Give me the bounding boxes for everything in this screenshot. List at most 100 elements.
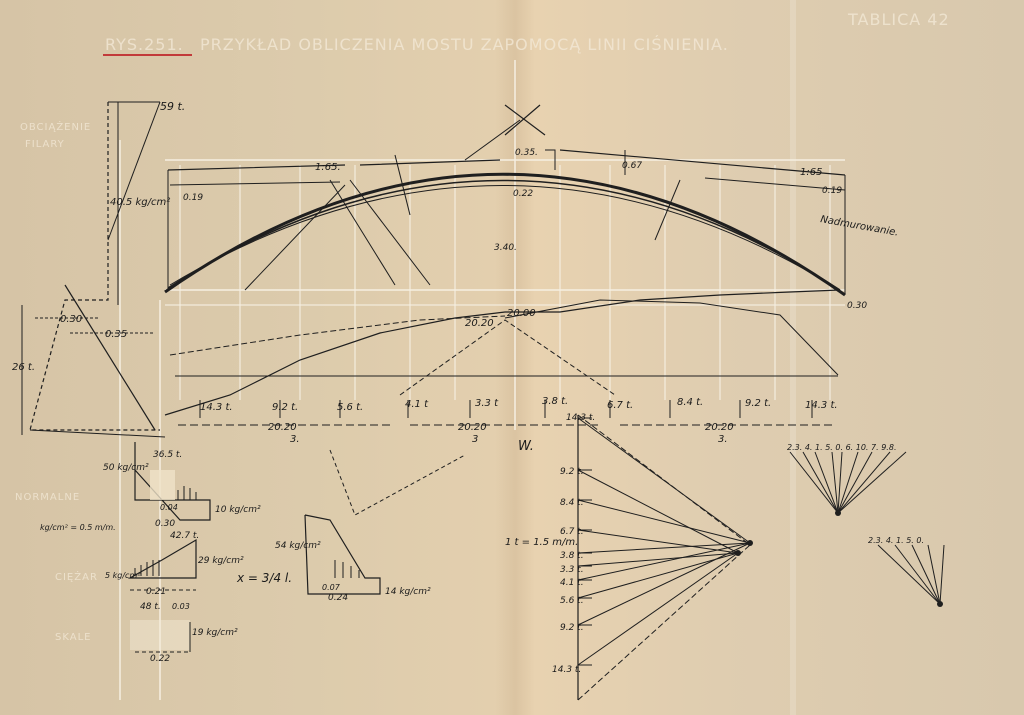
pressure-left: 40.5 kg/cm²	[110, 197, 170, 208]
load-label: 3.3 t	[475, 398, 499, 409]
s3-left: 54 kg/cm²	[275, 541, 321, 551]
span-mid-value: 20.20	[458, 422, 487, 433]
margin-label-5: SKALE	[55, 632, 91, 643]
s1-left: 50 kg/cm²	[103, 463, 149, 473]
top-thickness: 0.35.	[515, 148, 538, 158]
force-ray	[577, 552, 739, 599]
fan-ray	[911, 544, 941, 605]
load-label: 14.3 t.	[200, 402, 233, 413]
formula: x = 3/4 l.	[236, 571, 292, 585]
s1-top: 36.5 t.	[153, 450, 182, 460]
span-right-div: 3.	[718, 434, 728, 445]
dim-030: 0.30	[60, 314, 82, 325]
section-1	[134, 442, 466, 521]
force-scale: 1 t = 1.5 m/m.	[505, 537, 578, 548]
section-4	[135, 622, 191, 653]
span-value: 20.00	[507, 308, 536, 319]
right-value: 0.30	[847, 301, 867, 311]
arch-rise: 3.40.	[494, 243, 517, 253]
load-label: 9.2 t.	[745, 398, 771, 409]
span-left-value: 20.20	[268, 422, 297, 433]
arch	[164, 172, 846, 297]
s4-bottom: 0.22	[150, 654, 170, 664]
force-ray	[577, 542, 751, 626]
side-load: 26 t.	[12, 362, 35, 373]
force-label: 14.3 t.	[566, 413, 595, 423]
force-ray	[577, 499, 751, 544]
offset-left: 0.19	[183, 193, 203, 203]
force-ray	[577, 552, 739, 567]
fan-ray	[939, 544, 945, 605]
offset-right: 0.19	[822, 186, 842, 196]
load-label: 5.6 t.	[337, 402, 363, 413]
load-label: 6.7 t.	[607, 400, 633, 411]
load-label: 4.1 t	[405, 399, 429, 410]
construction-lines	[119, 60, 845, 700]
s1-small: 0.04	[160, 503, 178, 512]
s2-under-a: 48 t.	[140, 602, 161, 612]
force-polygon	[577, 414, 753, 701]
s2-under-b: 0.03	[172, 602, 190, 611]
force-label: 9.2 t.	[560, 467, 584, 477]
fan-ray	[802, 451, 839, 514]
plate-number: TABLICA 42	[847, 10, 950, 29]
s2-top: 42.7 t.	[170, 531, 199, 541]
margin-label-4: CIĘŻAR	[55, 570, 98, 583]
load-label: 9.2 t.	[272, 402, 298, 413]
pole-label: W.	[518, 439, 534, 454]
span-left-div: 3.	[290, 434, 300, 445]
deck-lines	[167, 149, 846, 295]
backfill-label: Nadmurowanie.	[819, 214, 899, 239]
fan-ray	[789, 451, 839, 514]
fan-lower	[877, 544, 945, 607]
s2-bottom: 0.21	[146, 587, 166, 597]
margin-label-3: NORMALNE	[15, 492, 80, 503]
abutment-diagram	[21, 101, 166, 438]
s2-left: 5 kg/cm²	[105, 571, 141, 580]
figure-number: RYS.251.	[105, 35, 184, 54]
crown-value: 0.22	[513, 189, 533, 199]
span-mid-div: 3	[472, 434, 478, 445]
scale-label: kg/cm² = 0.5 m/m.	[40, 523, 116, 532]
margin-label-1: OBCIĄŻENIE	[20, 120, 91, 133]
fan-ray	[837, 451, 907, 514]
fan-ray	[877, 544, 941, 605]
force-label: 4.1 t.	[560, 578, 584, 588]
load-top: 59 t.	[160, 100, 185, 113]
slope-left: 1:65.	[315, 162, 341, 173]
fan-ray	[814, 451, 839, 514]
pressure-lines	[164, 154, 841, 416]
fan-upper-labels: 2.3. 4. 1. 5. 0. 6. 10. 7. 9.8.	[787, 443, 896, 452]
force-label: 3.8 t.	[560, 551, 584, 561]
force-ray	[577, 529, 739, 554]
fan-ray	[837, 451, 843, 514]
dim-035: 0.35	[105, 329, 127, 340]
force-label: 3.3 t.	[560, 565, 584, 575]
load-arrows	[199, 400, 813, 418]
span-right-value: 20.20	[705, 422, 734, 433]
page-crease	[790, 0, 796, 715]
top-dimension: 0.67	[622, 161, 642, 171]
fan-ray	[894, 544, 941, 605]
s2-right: 29 kg/cm²	[198, 556, 244, 566]
force-ray	[577, 469, 739, 554]
force-label: 8.4 t.	[560, 498, 584, 508]
fan-ray	[927, 544, 941, 605]
slope-right: 1:65	[800, 167, 822, 178]
span-value-2: 20.20	[465, 318, 494, 329]
s3-small: 0.07	[322, 583, 341, 592]
s1-bottom: 0.30	[155, 519, 175, 529]
fan-ray	[837, 451, 873, 514]
s3-right: 14 kg/cm²	[385, 587, 431, 597]
force-ray	[577, 552, 739, 666]
s4-right: 19 kg/cm²	[192, 628, 238, 638]
force-label: 14.3 t.	[552, 665, 581, 675]
s3-bottom: 0.24	[328, 593, 348, 603]
force-ray	[577, 542, 751, 581]
fan-lower-labels: 2.3. 4. 1. 5. 0.	[868, 536, 924, 545]
section-2	[127, 538, 197, 591]
force-label: 5.6 t.	[560, 596, 584, 606]
crown-marker	[464, 104, 546, 161]
